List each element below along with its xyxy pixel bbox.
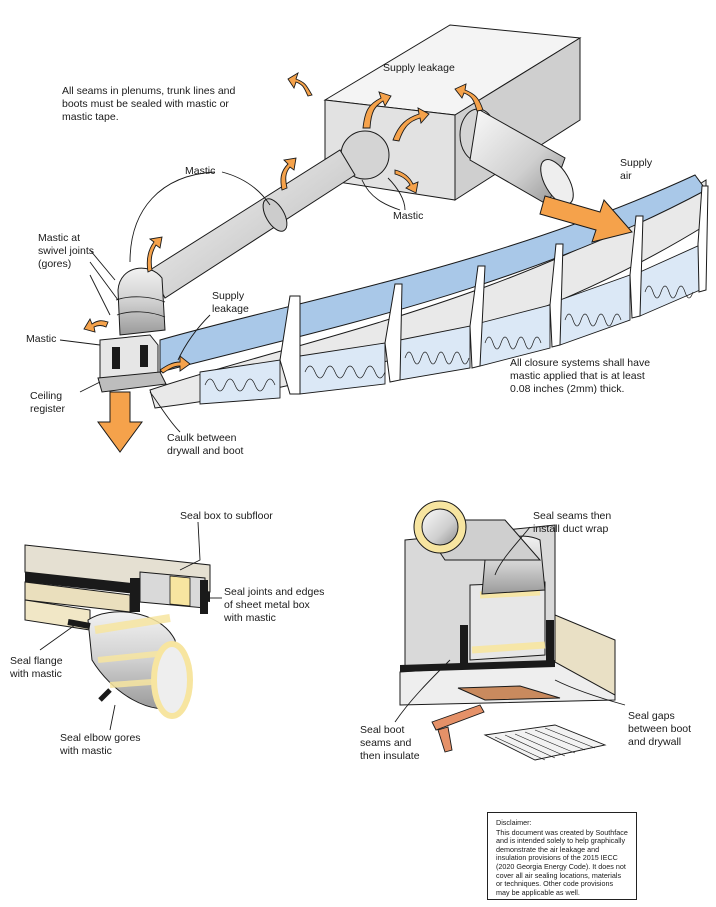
- label-mastic-swivel: Mastic at swivel joints (gores): [38, 232, 95, 270]
- disclaimer-title: Disclaimer:: [496, 818, 532, 827]
- disclaimer-body: This document was created by Southface a…: [496, 827, 628, 897]
- label-caulk-note: Caulk between drywall and boot: [167, 432, 244, 457]
- label-mastic-boot: Mastic: [26, 333, 57, 345]
- subfloor-box-detail: [24, 544, 211, 719]
- top-leader-lines: [59, 171, 406, 433]
- label-seal-flange: Seal flange with mastic: [10, 655, 63, 680]
- label-seal-boot: Seal boot seams and then insulate: [360, 724, 420, 762]
- label-closure-note: All closure systems shall have mastic ap…: [510, 357, 651, 395]
- bottom-right-leader-lines: [394, 526, 626, 723]
- label-supply-air: Supply air: [620, 157, 653, 182]
- label-mastic-center: Mastic: [393, 210, 424, 222]
- label-supply-leakage-mid: Supply leakage: [212, 290, 249, 315]
- boot-and-drywall-detail: [399, 500, 616, 761]
- bottom-left-leader-lines: [39, 521, 222, 731]
- disclaimer-box: Disclaimer: This document was created by…: [487, 812, 637, 900]
- label-seal-elbow: Seal elbow gores with mastic: [60, 732, 141, 757]
- label-mastic-upper: Mastic: [185, 165, 216, 177]
- supply-air-arrows: [97, 195, 633, 453]
- elbow-and-boot: [97, 267, 167, 393]
- label-seal-gaps: Seal gaps between boot and drywall: [628, 710, 692, 748]
- label-ceiling-register: Ceiling register: [30, 390, 66, 415]
- label-seal-seams-wrap: Seal seams then install duct wrap: [533, 510, 612, 535]
- label-seal-joints: Seal joints and edges of sheet metal box…: [224, 586, 325, 624]
- label-seams-note: All seams in plenums, trunk lines and bo…: [62, 85, 236, 123]
- leakage-arrows: [83, 71, 484, 374]
- label-seal-box: Seal box to subfloor: [180, 510, 273, 522]
- trunk-duct-left: [149, 149, 356, 299]
- label-supply-leakage-top: Supply leakage: [383, 62, 455, 74]
- ceiling-joist-section: [149, 174, 709, 409]
